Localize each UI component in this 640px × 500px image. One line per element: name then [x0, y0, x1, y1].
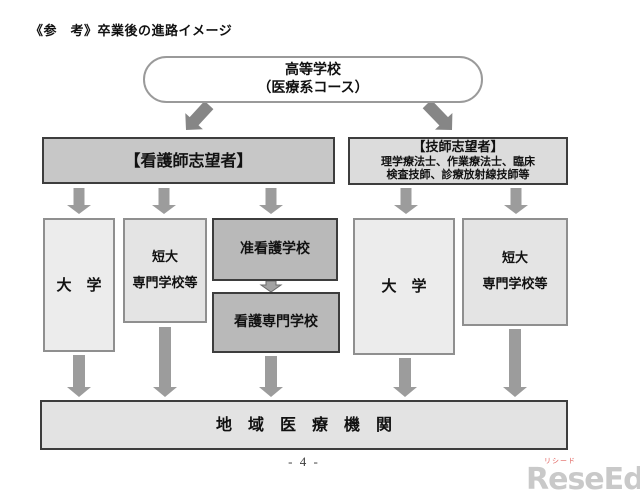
regional-medical-institutions-label: 地 域 医 療 機 関 — [215, 415, 392, 434]
junior-college-right-line1: 短大 — [501, 251, 528, 266]
node-assistant-nursing-school: 准看護学校 — [212, 218, 338, 281]
reseed-watermark: リシード ReseEd — [526, 457, 640, 497]
university-left-label: 大 学 — [56, 275, 102, 294]
technician-detail-line2: 検査技師、診療放射線技師等 — [386, 167, 530, 181]
arrow-down-icon — [259, 188, 283, 214]
node-junior-college-right: 短大 専門学校等 — [462, 218, 568, 326]
node-university-right: 大 学 — [353, 218, 455, 355]
arrow-down-icon — [67, 355, 91, 397]
junior-college-left-line2: 専門学校等 — [132, 275, 198, 291]
nursing-vocational-school-label: 看護専門学校 — [234, 313, 318, 330]
high-school-label-line2: （医療系コース） — [257, 79, 369, 96]
arrow-down-icon — [67, 188, 91, 214]
node-junior-college-left: 短大 専門学校等 — [123, 218, 207, 323]
arrow-down-icon — [153, 327, 177, 397]
arrow-down-icon — [259, 356, 283, 397]
node-university-left: 大 学 — [43, 218, 115, 352]
arrow-down-icon — [152, 188, 176, 214]
node-high-school: 高等学校 （医療系コース） — [143, 56, 483, 103]
arrow-down-icon — [504, 188, 528, 214]
assistant-nursing-school-label: 准看護学校 — [240, 240, 310, 257]
arrow-down-icon — [503, 329, 527, 397]
node-regional-medical-institutions: 地 域 医 療 機 関 — [40, 400, 568, 450]
arrow-down-left-icon — [185, 100, 214, 130]
junior-college-left-line1: 短大 — [151, 249, 178, 265]
page-title: 《参 考》卒業後の進路イメージ — [30, 24, 233, 39]
high-school-label-line1: 高等学校 — [285, 62, 341, 78]
junior-college-right-line2: 専門学校等 — [482, 277, 548, 292]
university-right-label: 大 学 — [381, 277, 427, 296]
arrow-down-icon — [394, 188, 418, 214]
reseed-watermark-text: ReseEd — [526, 462, 640, 497]
node-nursing-vocational-school: 看護専門学校 — [212, 292, 340, 353]
nurse-aspirants-label: 【看護師志望者】 — [124, 150, 253, 170]
arrow-down-small-icon — [259, 280, 283, 293]
arrow-down-icon — [393, 358, 417, 397]
reseed-watermark-ruby: リシード — [544, 457, 576, 465]
arrow-down-right-icon — [422, 99, 453, 130]
node-nurse-aspirants: 【看護師志望者】 — [42, 137, 335, 184]
technician-aspirants-title: 【技師志望者】 — [412, 140, 504, 156]
page-number: - 4 - — [288, 454, 320, 469]
technician-detail-line1: 理学療法士、作業療法士、臨床 — [381, 154, 535, 168]
node-technician-aspirants: 【技師志望者】 理学療法士、作業療法士、臨床 検査技師、診療放射線技師等 — [348, 137, 568, 185]
